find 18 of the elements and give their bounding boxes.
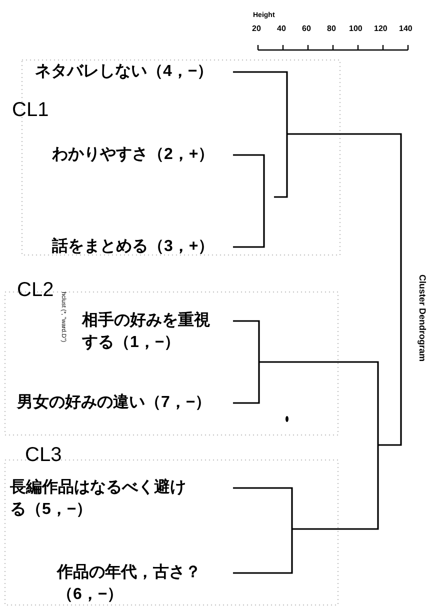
tick-label: 60 bbox=[302, 24, 311, 33]
tick-label: 140 bbox=[399, 24, 412, 33]
leaf-label: わかりやすさ（2，+） bbox=[52, 145, 214, 165]
cluster-label: CL3 bbox=[25, 444, 62, 466]
leaf-label: 男女の好みの違い（7，−） bbox=[17, 392, 212, 413]
tick-label: 120 bbox=[374, 24, 388, 33]
leaf-label: ネタバレしない（4，−） bbox=[35, 62, 214, 82]
tick-label: 80 bbox=[327, 24, 336, 33]
leaf-label: 相手の好みを重視する（1，−） bbox=[82, 310, 211, 353]
cluster-label: CL1 bbox=[12, 99, 49, 121]
tick-label: 20 bbox=[252, 24, 261, 33]
chart-title: Cluster Dendrogram bbox=[418, 274, 428, 362]
cluster-label: CL2 bbox=[17, 279, 54, 301]
tick-label: 100 bbox=[349, 24, 362, 33]
tick-label: 40 bbox=[277, 24, 286, 33]
leaf-label: 作品の年代，古さ？（6，−） bbox=[57, 562, 202, 605]
leaf-label: 話をまとめる（3，+） bbox=[52, 236, 214, 257]
leaf-label: 長編作品はなるべく避ける（5，−） bbox=[10, 477, 187, 520]
